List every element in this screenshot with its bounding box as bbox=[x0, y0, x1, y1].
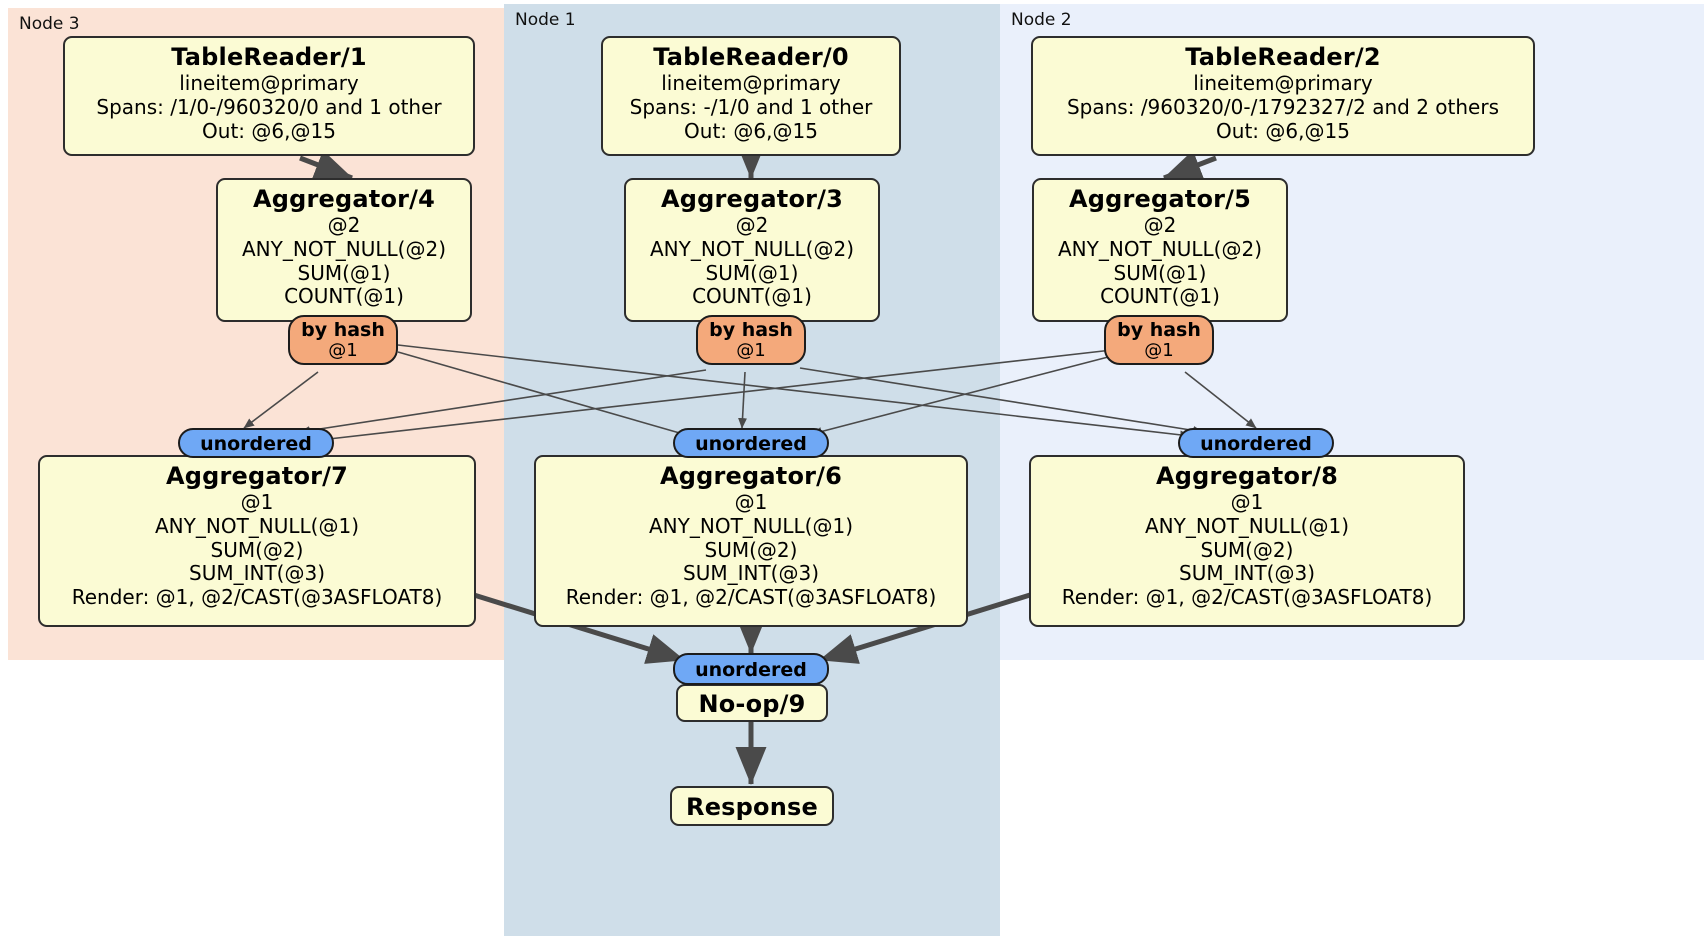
node-panel-label: Node 1 bbox=[515, 10, 576, 30]
processor-line: SUM_INT(@3) bbox=[683, 561, 819, 586]
processor-response[interactable]: Response bbox=[670, 786, 834, 826]
processor-aggregator-8[interactable]: Aggregator/8 @1 ANY_NOT_NULL(@1) SUM(@2)… bbox=[1029, 455, 1465, 627]
processor-line: COUNT(@1) bbox=[1100, 284, 1220, 309]
processor-line: lineitem@primary bbox=[1193, 71, 1373, 96]
router-by-hash-aggregator-4[interactable]: by hash @1 bbox=[288, 315, 398, 365]
processor-tablereader-2[interactable]: TableReader/2 lineitem@primary Spans: /9… bbox=[1031, 36, 1535, 156]
processor-title: TableReader/2 bbox=[1185, 43, 1381, 71]
processor-line: ANY_NOT_NULL(@2) bbox=[650, 236, 854, 261]
processor-line: @1 bbox=[1230, 490, 1264, 515]
router-label: by hash bbox=[709, 319, 793, 341]
synchronizer-unordered-aggregator-8[interactable]: unordered bbox=[1178, 428, 1334, 458]
processor-line: COUNT(@1) bbox=[692, 284, 812, 309]
router-label: by hash bbox=[1117, 319, 1201, 341]
processor-line: @2 bbox=[327, 213, 361, 238]
processor-line: SUM(@1) bbox=[1113, 260, 1207, 285]
router-column: @1 bbox=[736, 339, 766, 361]
processor-line: SUM(@2) bbox=[1200, 537, 1294, 562]
processor-line: Render: @1, @2/CAST(@3ASFLOAT8) bbox=[1061, 584, 1433, 609]
processor-line: Spans: /1/0-/960320/0 and 1 other bbox=[96, 94, 442, 119]
processor-line: SUM_INT(@3) bbox=[189, 561, 325, 586]
processor-line: Render: @1, @2/CAST(@3ASFLOAT8) bbox=[71, 584, 443, 609]
processor-line: lineitem@primary bbox=[661, 71, 841, 96]
processor-line: @2 bbox=[735, 213, 769, 238]
processor-title: TableReader/0 bbox=[653, 43, 849, 71]
processor-title: Aggregator/6 bbox=[659, 462, 843, 490]
processor-tablereader-1[interactable]: TableReader/1 lineitem@primary Spans: /1… bbox=[63, 36, 475, 156]
processor-line: ANY_NOT_NULL(@1) bbox=[155, 513, 359, 538]
node-panel-label: Node 2 bbox=[1011, 10, 1072, 30]
router-by-hash-aggregator-3[interactable]: by hash @1 bbox=[696, 315, 806, 365]
router-label: by hash bbox=[301, 319, 385, 341]
processor-line: SUM(@2) bbox=[704, 537, 798, 562]
processor-line: Out: @6,@15 bbox=[684, 118, 818, 143]
processor-line: Render: @1, @2/CAST(@3ASFLOAT8) bbox=[565, 584, 937, 609]
router-column: @1 bbox=[328, 339, 358, 361]
synchronizer-unordered-aggregator-7[interactable]: unordered bbox=[178, 428, 334, 458]
processor-title: Aggregator/7 bbox=[165, 462, 349, 490]
processor-title: Aggregator/8 bbox=[1155, 462, 1339, 490]
processor-aggregator-5[interactable]: Aggregator/5 @2 ANY_NOT_NULL(@2) SUM(@1)… bbox=[1032, 178, 1288, 322]
processor-noop-9[interactable]: No-op/9 bbox=[676, 684, 828, 722]
processor-line: SUM_INT(@3) bbox=[1179, 561, 1315, 586]
processor-line: ANY_NOT_NULL(@1) bbox=[649, 513, 853, 538]
processor-line: Out: @6,@15 bbox=[1216, 118, 1350, 143]
synchronizer-unordered-noop-9[interactable]: unordered bbox=[673, 653, 829, 685]
processor-title: No-op/9 bbox=[698, 690, 806, 718]
processor-line: ANY_NOT_NULL(@1) bbox=[1145, 513, 1349, 538]
processor-title: Aggregator/3 bbox=[660, 185, 844, 213]
processor-title: Response bbox=[686, 793, 818, 821]
processor-line: Spans: -/1/0 and 1 other bbox=[629, 94, 873, 119]
processor-title: Aggregator/4 bbox=[252, 185, 436, 213]
processor-line: @1 bbox=[734, 490, 768, 515]
processor-aggregator-3[interactable]: Aggregator/3 @2 ANY_NOT_NULL(@2) SUM(@1)… bbox=[624, 178, 880, 322]
processor-line: ANY_NOT_NULL(@2) bbox=[1058, 236, 1262, 261]
node-panel-label: Node 3 bbox=[19, 14, 80, 34]
processor-line: COUNT(@1) bbox=[284, 284, 404, 309]
processor-line: SUM(@2) bbox=[210, 537, 304, 562]
processor-tablereader-0[interactable]: TableReader/0 lineitem@primary Spans: -/… bbox=[601, 36, 901, 156]
processor-line: lineitem@primary bbox=[179, 71, 359, 96]
router-column: @1 bbox=[1144, 339, 1174, 361]
processor-line: Spans: /960320/0-/1792327/2 and 2 others bbox=[1066, 94, 1499, 119]
processor-aggregator-4[interactable]: Aggregator/4 @2 ANY_NOT_NULL(@2) SUM(@1)… bbox=[216, 178, 472, 322]
processor-line: SUM(@1) bbox=[297, 260, 391, 285]
processor-line: ANY_NOT_NULL(@2) bbox=[242, 236, 446, 261]
processor-aggregator-6[interactable]: Aggregator/6 @1 ANY_NOT_NULL(@1) SUM(@2)… bbox=[534, 455, 968, 627]
processor-line: @1 bbox=[240, 490, 274, 515]
processor-title: Aggregator/5 bbox=[1068, 185, 1252, 213]
processor-line: SUM(@1) bbox=[705, 260, 799, 285]
processor-aggregator-7[interactable]: Aggregator/7 @1 ANY_NOT_NULL(@1) SUM(@2)… bbox=[38, 455, 476, 627]
router-by-hash-aggregator-5[interactable]: by hash @1 bbox=[1104, 315, 1214, 365]
synchronizer-unordered-aggregator-6[interactable]: unordered bbox=[673, 428, 829, 458]
processor-title: TableReader/1 bbox=[171, 43, 367, 71]
processor-line: @2 bbox=[1143, 213, 1177, 238]
processor-line: Out: @6,@15 bbox=[202, 118, 336, 143]
